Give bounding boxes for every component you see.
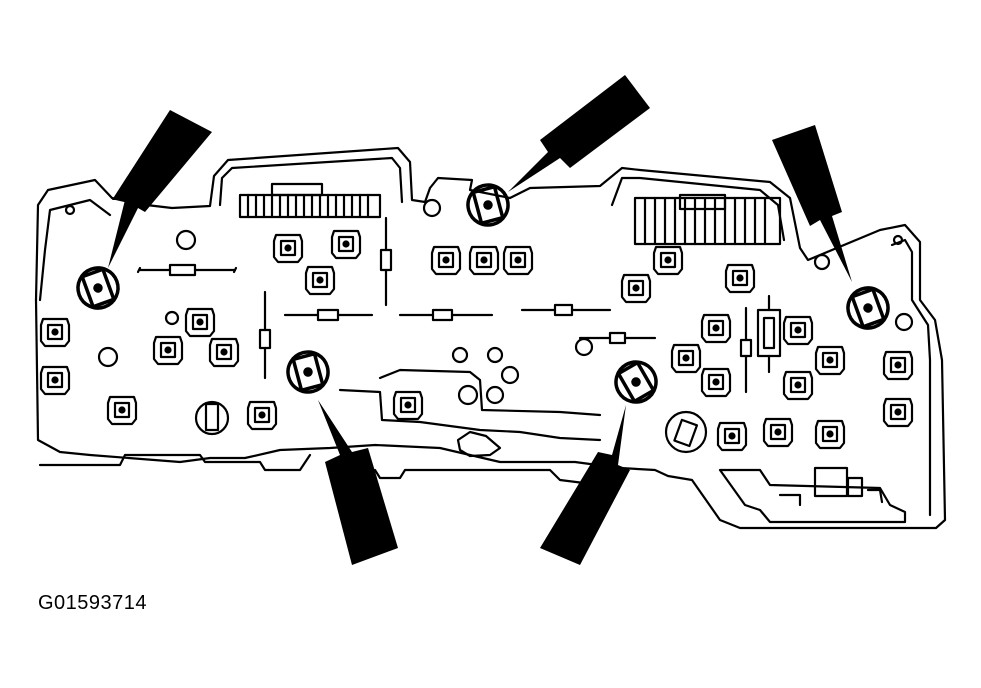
board-lower-trace <box>338 388 602 442</box>
mounting-hole <box>175 229 197 251</box>
bulb-socket <box>782 315 814 346</box>
mounting-hole <box>97 346 119 368</box>
bulb-socket <box>882 350 914 381</box>
bulb-socket <box>184 307 216 338</box>
bulb-socket <box>430 245 462 276</box>
bulb-socket-highlighted <box>614 360 658 404</box>
arrow-icon <box>508 75 650 192</box>
resistor <box>136 263 238 277</box>
bulb-socket-highlighted <box>846 286 890 330</box>
mounting-hole <box>164 310 180 326</box>
board-lower-trace-2 <box>378 368 602 417</box>
bulb-socket <box>814 419 846 450</box>
connector-pins-left <box>238 182 382 219</box>
resistor <box>379 216 393 307</box>
board-inner-edge-top-left <box>218 156 404 207</box>
mounting-hole <box>486 346 504 364</box>
figure-id-label: G01593714 <box>38 592 148 614</box>
arrow-icon <box>318 400 398 565</box>
bulb-socket-highlighted <box>76 266 120 310</box>
bulb-socket <box>502 245 534 276</box>
indicator-window <box>194 400 230 436</box>
bulb-socket <box>39 317 71 348</box>
mounting-hole <box>892 234 904 246</box>
bulb-socket-highlighted <box>466 183 510 227</box>
bulb-socket <box>782 370 814 401</box>
bulb-socket <box>700 367 732 398</box>
board-bottom-edge <box>38 453 312 472</box>
diode <box>756 294 782 374</box>
resistor <box>739 306 753 394</box>
bulb-socket <box>762 417 794 448</box>
resistor <box>283 308 374 322</box>
mounting-hole <box>485 385 505 405</box>
bulb-socket <box>468 245 500 276</box>
bulb-socket <box>652 245 684 276</box>
bulb-socket <box>39 365 71 396</box>
mounting-hole <box>813 253 831 271</box>
bulb-socket <box>272 233 304 264</box>
resistor <box>578 331 657 345</box>
indicator-window <box>664 410 708 454</box>
mounting-hole <box>422 198 442 218</box>
bottom-connector <box>718 466 907 524</box>
connector-pins-right <box>633 193 782 246</box>
bulb-socket <box>106 395 138 426</box>
resistor <box>398 308 494 322</box>
bulb-socket <box>724 263 756 294</box>
bulb-socket <box>716 421 748 452</box>
mounting-hole <box>574 337 594 357</box>
bulb-socket <box>700 313 732 344</box>
board-inner-edge-left <box>38 198 112 302</box>
arrow-icon <box>772 125 852 282</box>
bulb-socket-highlighted <box>286 350 330 394</box>
bulb-socket <box>152 335 184 366</box>
resistor <box>258 290 272 380</box>
mounting-hole <box>457 384 479 406</box>
bulb-socket <box>392 390 424 421</box>
arrow-icon <box>540 405 630 565</box>
bulb-socket <box>814 345 846 376</box>
bulb-socket <box>882 397 914 428</box>
mounting-hole <box>500 365 520 385</box>
arrow-icon <box>108 110 212 268</box>
bulb-socket <box>620 273 652 304</box>
mounting-hole <box>894 312 914 332</box>
bulb-socket <box>246 400 278 431</box>
mounting-hole <box>64 204 76 216</box>
resistor <box>520 303 612 317</box>
bulb-socket <box>304 265 336 296</box>
board-bottom-step <box>373 468 602 487</box>
bracket <box>456 430 502 458</box>
mounting-hole <box>451 346 469 364</box>
board-inner-edge-right <box>890 238 932 517</box>
bulb-socket <box>208 337 240 368</box>
bulb-socket <box>330 229 362 260</box>
circuit-board-outline <box>34 146 947 530</box>
bulb-socket <box>670 343 702 374</box>
